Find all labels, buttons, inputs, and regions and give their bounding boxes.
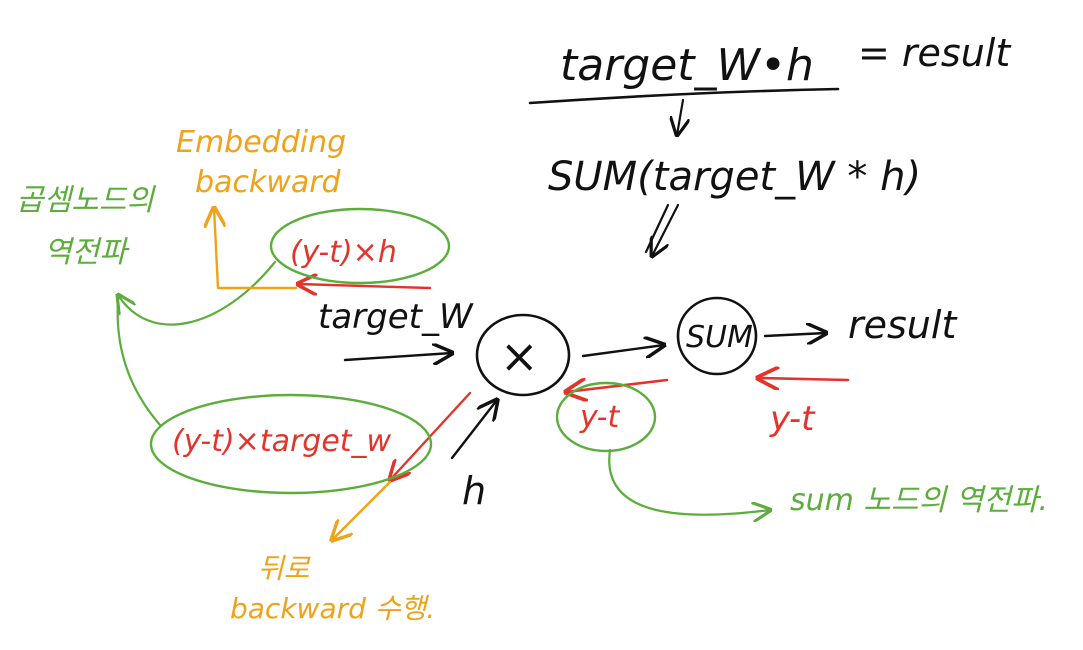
input-target-w-arrow	[343, 353, 452, 360]
embedding-backward-note-line2: backward	[195, 165, 342, 200]
sum-node	[676, 296, 758, 376]
input-h-arrow	[450, 400, 497, 460]
double-arrow-line-b	[652, 203, 680, 256]
grad-target-w-label: (y-t)×target_w	[172, 424, 392, 459]
multiply-to-sum-arrow	[581, 345, 664, 356]
multiply-backprop-note-line2: 역전파	[44, 235, 130, 270]
sum-backward-label: y-t	[579, 400, 621, 435]
upstream-backward-note-line2: backward 수행.	[230, 592, 435, 625]
embedding-backward-note-line1: Embedding	[176, 125, 346, 160]
sum-to-result-arrow	[763, 333, 826, 336]
sum-backward-ellipse	[555, 381, 657, 453]
down-arrow-1	[677, 98, 683, 135]
grad-target-w-ellipse	[149, 393, 433, 495]
grad-h-ellipse	[269, 207, 451, 285]
multiply-node	[475, 313, 571, 397]
sum-backward-to-note-arrow	[608, 448, 770, 515]
equation-equals-result: = result	[858, 31, 1012, 75]
fraction-line	[528, 87, 840, 105]
upstream-backward-note-line1: 뒤로	[258, 552, 311, 585]
grad-h-to-note-arrow	[118, 260, 277, 326]
incoming-gradient-arrow	[758, 378, 850, 380]
sum-backward-arrow	[566, 380, 669, 392]
embedding-backward-arrow	[214, 208, 298, 290]
grad-target-w-to-note-line	[116, 298, 162, 427]
equation-numerator: target_W•h	[560, 40, 814, 91]
multiply-backprop-note-line1: 곱셈노드의	[16, 183, 156, 218]
grad-h-label: (y-t)×h	[290, 235, 397, 270]
input-target-w-label: target_W	[318, 297, 474, 337]
result-label: result	[848, 303, 958, 347]
sum-backprop-note: sum 노드의 역전파.	[790, 483, 1048, 518]
upstream-backward-arrow	[332, 480, 392, 540]
grad-h-arrow	[298, 284, 432, 288]
multiply-symbol: ×	[500, 329, 539, 383]
input-h-label: h	[462, 469, 486, 513]
incoming-gradient-label: y-t	[769, 399, 816, 439]
sum-node-label: SUM	[686, 320, 753, 355]
sum-expression: SUM(target_W * h)	[548, 154, 921, 200]
